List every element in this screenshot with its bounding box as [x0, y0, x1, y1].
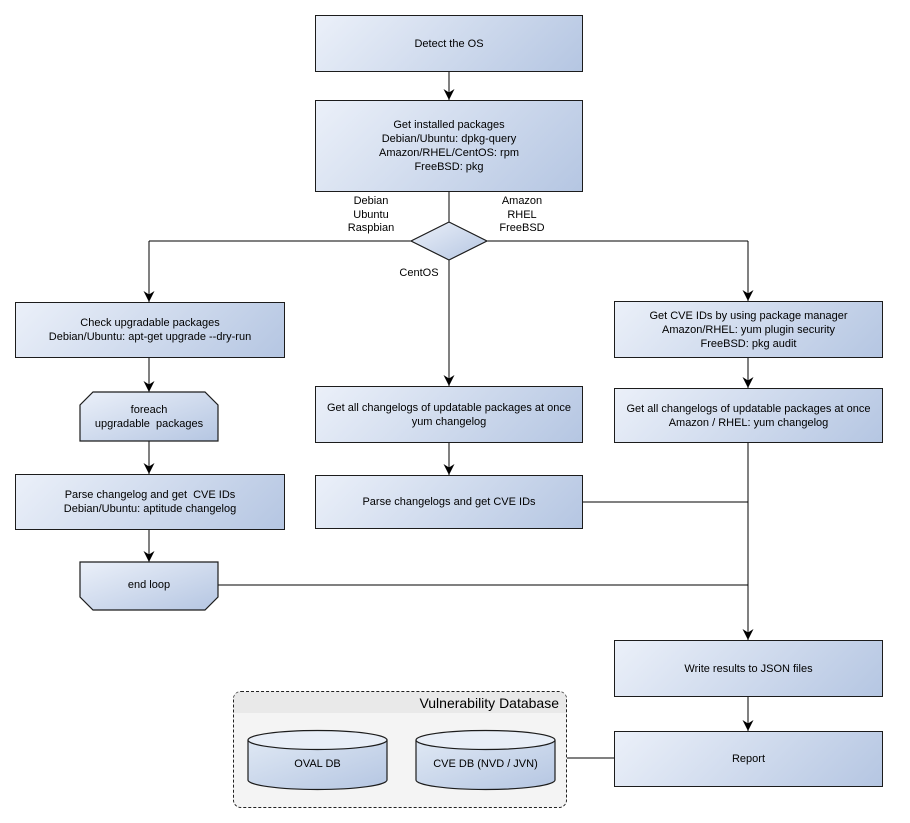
- oval-db-cylinder: [247, 729, 388, 791]
- cylinder-top: [247, 729, 388, 751]
- node-check-upgradable-packages: Check upgradable packages Debian/Ubuntu:…: [15, 302, 285, 358]
- edge-label-centos-branch: CentOS: [399, 267, 439, 279]
- arrowheads: [143, 89, 754, 731]
- node-end-loop-label: end loop: [127, 579, 171, 591]
- edge-label-amazon-branch: Amazon RHEL FreeBSD: [499, 195, 545, 234]
- arrowhead: [742, 720, 754, 731]
- node-report: Report: [614, 731, 883, 787]
- node-get-changelogs-amazon-rhel: Get all changelogs of updatable packages…: [614, 388, 883, 443]
- arrowhead: [143, 463, 155, 474]
- arrowhead: [742, 377, 754, 388]
- node-get-installed-packages: Get installed packages Debian/Ubuntu: dp…: [315, 100, 583, 192]
- node-parse-changelog-debian: Parse changelog and get CVE IDs Debian/U…: [15, 474, 285, 530]
- end-loop-shape: [79, 561, 219, 611]
- vulnerability-database-title: Vulnerability Database: [419, 694, 559, 711]
- arrowhead: [143, 291, 155, 302]
- arrowhead: [742, 629, 754, 640]
- vulnerability-database-header: Vulnerability Database: [234, 692, 566, 713]
- node-get-changelogs-centos: Get all changelogs of updatable packages…: [315, 386, 583, 443]
- node-detect-os: Detect the OS: [315, 15, 583, 72]
- arrowhead: [742, 290, 754, 301]
- arrowhead: [443, 464, 455, 475]
- cylinder-body: [415, 740, 556, 791]
- oval-db-label: OVAL DB: [294, 758, 341, 770]
- node-foreach-loop-label: foreach upgradable packages: [94, 404, 204, 430]
- node-get-cve-ids-pkg-manager: Get CVE IDs by using package manager Ama…: [614, 301, 883, 358]
- cylinder-top: [415, 729, 556, 751]
- arrowhead: [143, 551, 155, 562]
- edge-label-debian-branch: Debian Ubuntu Raspbian: [347, 195, 395, 234]
- cylinder-body: [247, 740, 388, 791]
- cve-db-cylinder: [415, 729, 556, 791]
- node-parse-changelogs-centos: Parse changelogs and get CVE IDs: [315, 475, 583, 529]
- arrowhead: [443, 375, 455, 386]
- arrowhead: [143, 381, 155, 392]
- os-decision-diamond: [409, 221, 489, 261]
- node-write-results: Write results to JSON files: [614, 640, 883, 697]
- foreach-loop-shape: [79, 391, 219, 442]
- cve-db-label: CVE DB (NVD / JVN): [433, 758, 538, 770]
- arrowhead: [443, 89, 455, 100]
